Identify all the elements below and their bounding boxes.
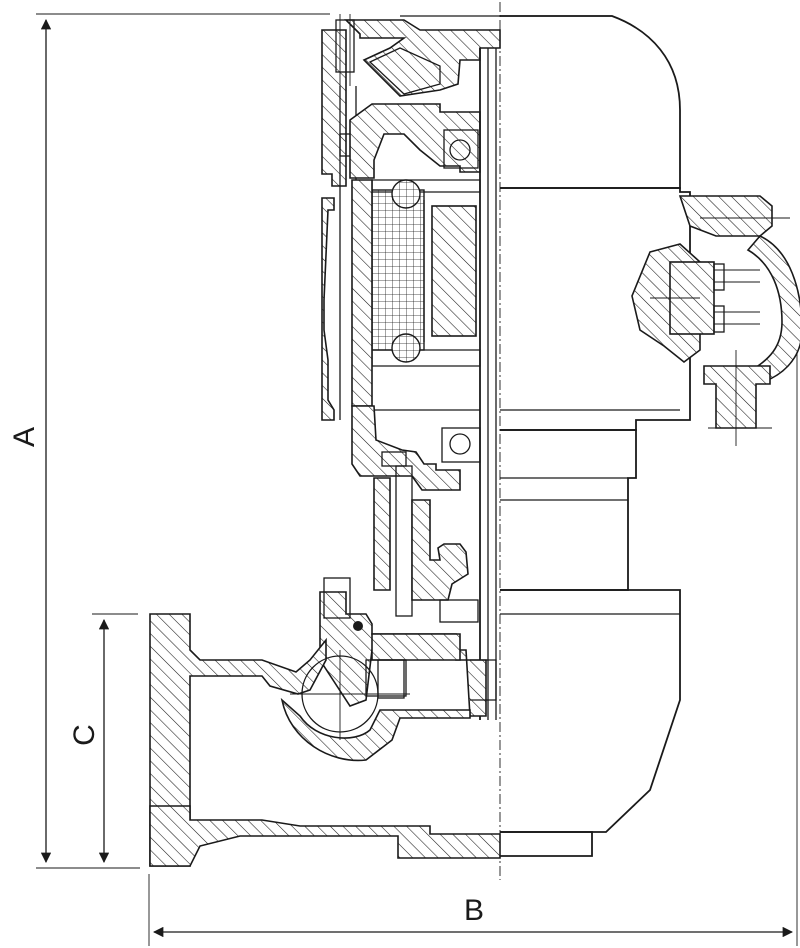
motor-wall-left	[351, 179, 373, 407]
actuator-section	[319, 14, 501, 720]
side-cover-left	[321, 197, 335, 421]
stator-end-turn-bottom	[391, 333, 421, 363]
dome-housing	[500, 15, 681, 189]
dome-window	[368, 47, 441, 95]
dimension-b: B	[148, 350, 798, 946]
lower-bearing-carrier	[351, 405, 461, 491]
upper-ball-bearing	[449, 139, 471, 161]
dimension-a-label: A	[8, 427, 41, 447]
terminal-box	[631, 195, 800, 446]
gearbox-housing	[500, 589, 681, 833]
ball-stem	[365, 659, 407, 697]
ball-housing	[280, 697, 471, 762]
dimension-c: C	[68, 613, 138, 864]
valve-body	[149, 613, 501, 867]
valve-lower-flange	[149, 805, 501, 867]
coupling-rod	[395, 465, 413, 617]
actuator-exterior	[400, 15, 691, 857]
dimension-a: A	[8, 13, 330, 869]
lower-ball-bearing	[449, 433, 471, 455]
top-bolt	[335, 19, 355, 73]
terminal-box-cap	[678, 195, 773, 237]
side-cover-top	[321, 29, 347, 187]
stator-winding	[371, 189, 425, 351]
seal-ring	[353, 621, 363, 631]
upper-bearing-carrier	[349, 103, 481, 179]
stator-end-turn-top	[391, 179, 421, 209]
gear-rack	[371, 633, 461, 661]
gear-segment	[411, 499, 469, 601]
gearbox-bolt	[323, 577, 351, 619]
bottom-flange-exterior	[500, 831, 593, 857]
terminal-box-wall	[746, 235, 800, 385]
dimension-b-label: B	[464, 894, 484, 927]
dimension-c-label: C	[68, 724, 101, 746]
neck-housing	[500, 429, 637, 591]
cable-gland	[703, 365, 771, 429]
column-left	[373, 477, 391, 591]
rotor	[431, 205, 477, 337]
valve-upper-flange	[149, 613, 327, 867]
